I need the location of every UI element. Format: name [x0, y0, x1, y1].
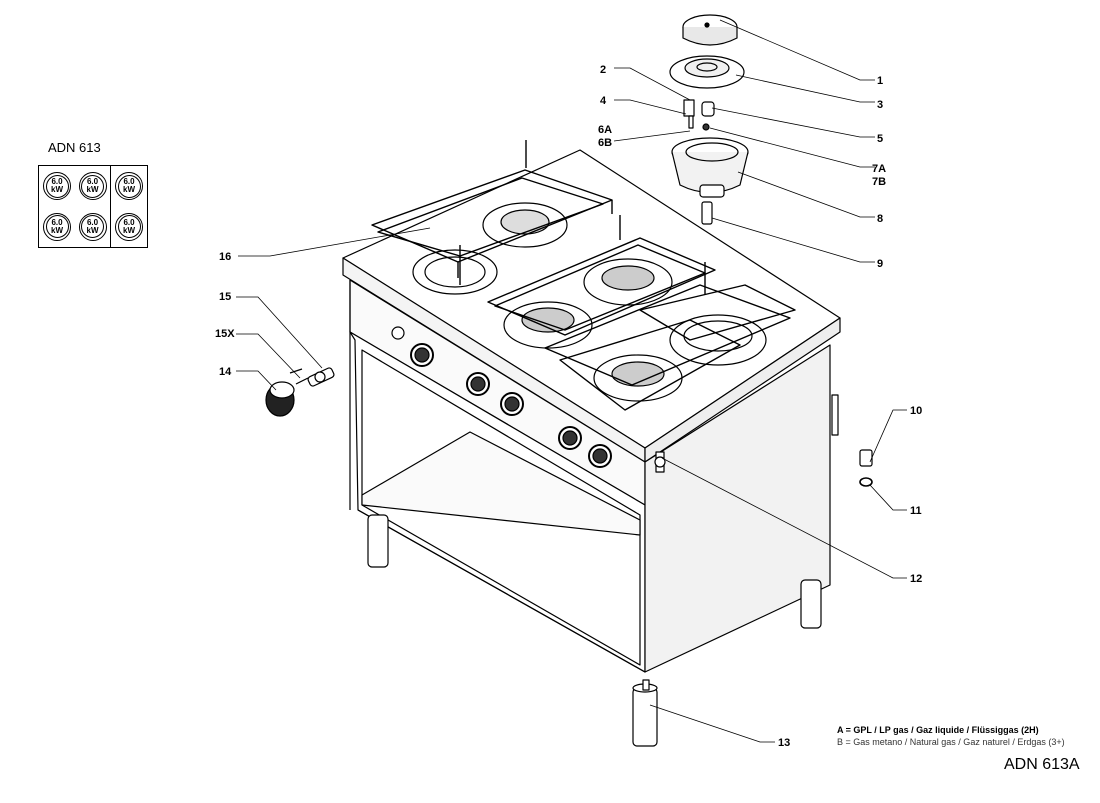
part-label-3: 3	[877, 99, 883, 111]
gas-tap-part	[289, 367, 335, 387]
part-label-7a: 7A	[872, 163, 886, 175]
part-label-7b: 7B	[872, 176, 886, 188]
knob-part	[265, 381, 295, 417]
part-label-12: 12	[910, 573, 922, 585]
burner-power: 6.0	[123, 217, 135, 227]
part-label-10: 10	[910, 405, 922, 417]
burner-unit: kW	[123, 185, 135, 195]
burner-power: 6.0	[86, 177, 99, 187]
part-label-6b: 6B	[598, 137, 612, 149]
burner-unit: kW	[86, 225, 99, 235]
model-title: ADN 613	[48, 140, 101, 155]
part-label-14: 14	[219, 366, 232, 378]
burner-unit: kW	[123, 225, 135, 235]
part-label-4: 4	[600, 95, 607, 107]
part-label-5: 5	[877, 133, 883, 145]
burner-power: 6.0	[51, 217, 63, 227]
gas-note-b: B = Gas metano / Natural gas / Gaz natur…	[837, 737, 1065, 747]
pan-supports	[371, 140, 796, 411]
part-label-16: 16	[219, 251, 231, 263]
control-knobs	[391, 326, 612, 468]
model-code: ADN 613A	[1004, 756, 1080, 773]
small-parts	[683, 99, 715, 225]
part-label-9: 9	[877, 258, 883, 270]
flame-spreader-part	[669, 55, 745, 89]
part-label-15x: 15X	[215, 328, 235, 340]
gas-connector-part	[859, 449, 873, 487]
part-label-8: 8	[877, 213, 883, 225]
burner-power: 6.0	[86, 217, 99, 227]
part-label-1: 1	[877, 75, 883, 87]
gas-type-note: A = GPL / LP gas / Gaz liquide / Flüssig…	[837, 724, 1065, 748]
burner-power: 6.0	[123, 177, 135, 187]
part-label-2: 2	[600, 64, 606, 76]
part-label-6a: 6A	[598, 124, 612, 136]
part-label-11: 11	[910, 505, 922, 517]
burner-unit: kW	[86, 185, 99, 195]
burner-body-part	[671, 137, 749, 198]
burner-power: 6.0	[51, 177, 63, 187]
leader-lines	[236, 19, 907, 743]
part-label-13: 13	[778, 737, 790, 749]
part-label-15: 15	[219, 291, 231, 303]
burner-unit: kW	[51, 185, 63, 195]
gas-note-a: A = GPL / LP gas / Gaz liquide / Flüssig…	[837, 725, 1039, 735]
burner-unit: kW	[51, 225, 63, 235]
burner-cap-part	[682, 14, 738, 46]
